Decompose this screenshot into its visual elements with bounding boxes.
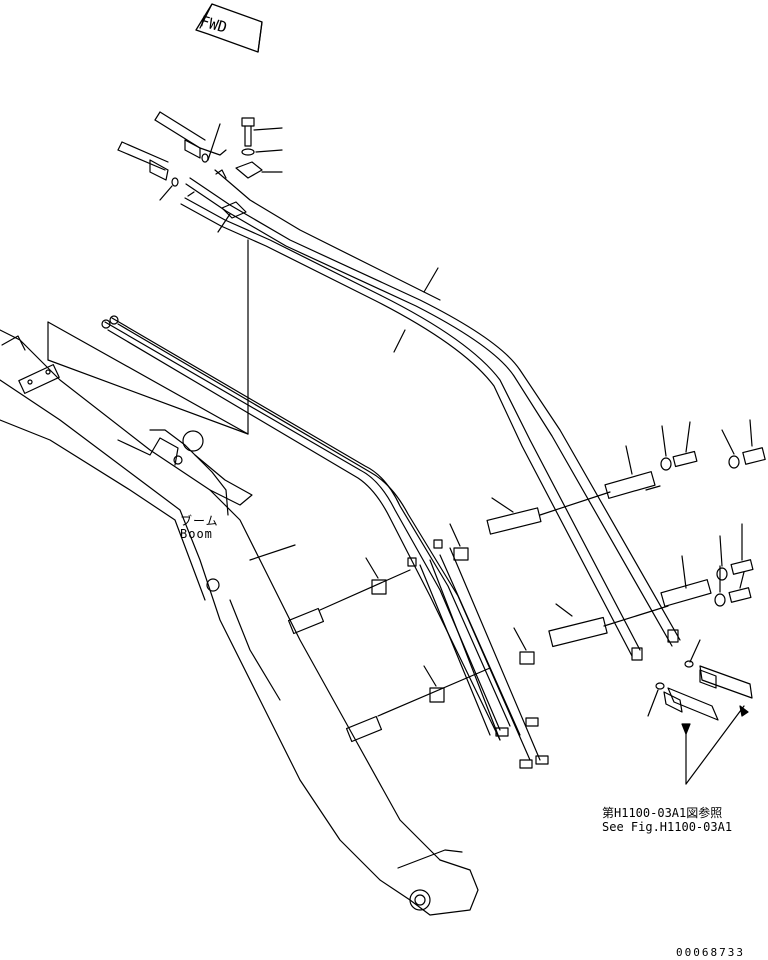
drawing-number: 00068733 bbox=[676, 946, 745, 959]
boom-body bbox=[0, 329, 479, 916]
fwd-arrow-icon bbox=[195, 3, 263, 53]
boom-clamps bbox=[287, 445, 712, 743]
boom-label-jp: ブーム bbox=[180, 514, 219, 528]
pipe-icon bbox=[180, 169, 681, 661]
hose-fittings bbox=[663, 665, 753, 785]
reference-label-jp: 第H1100-03A1図参照 bbox=[602, 806, 723, 820]
clamp-bolts bbox=[660, 419, 766, 607]
o-ring-icon bbox=[159, 123, 701, 717]
hose-icon bbox=[117, 111, 227, 181]
washer-icon bbox=[241, 148, 283, 156]
detail-reference-box bbox=[47, 239, 249, 435]
reference-label-en: See Fig.H1100-03A1 bbox=[602, 820, 733, 834]
clamp-icon bbox=[217, 161, 283, 233]
pipe-leader-lines bbox=[393, 267, 439, 353]
hose-bundle bbox=[101, 315, 549, 769]
boom-label-en: Boom bbox=[180, 527, 213, 541]
bolt-icon bbox=[241, 117, 283, 147]
